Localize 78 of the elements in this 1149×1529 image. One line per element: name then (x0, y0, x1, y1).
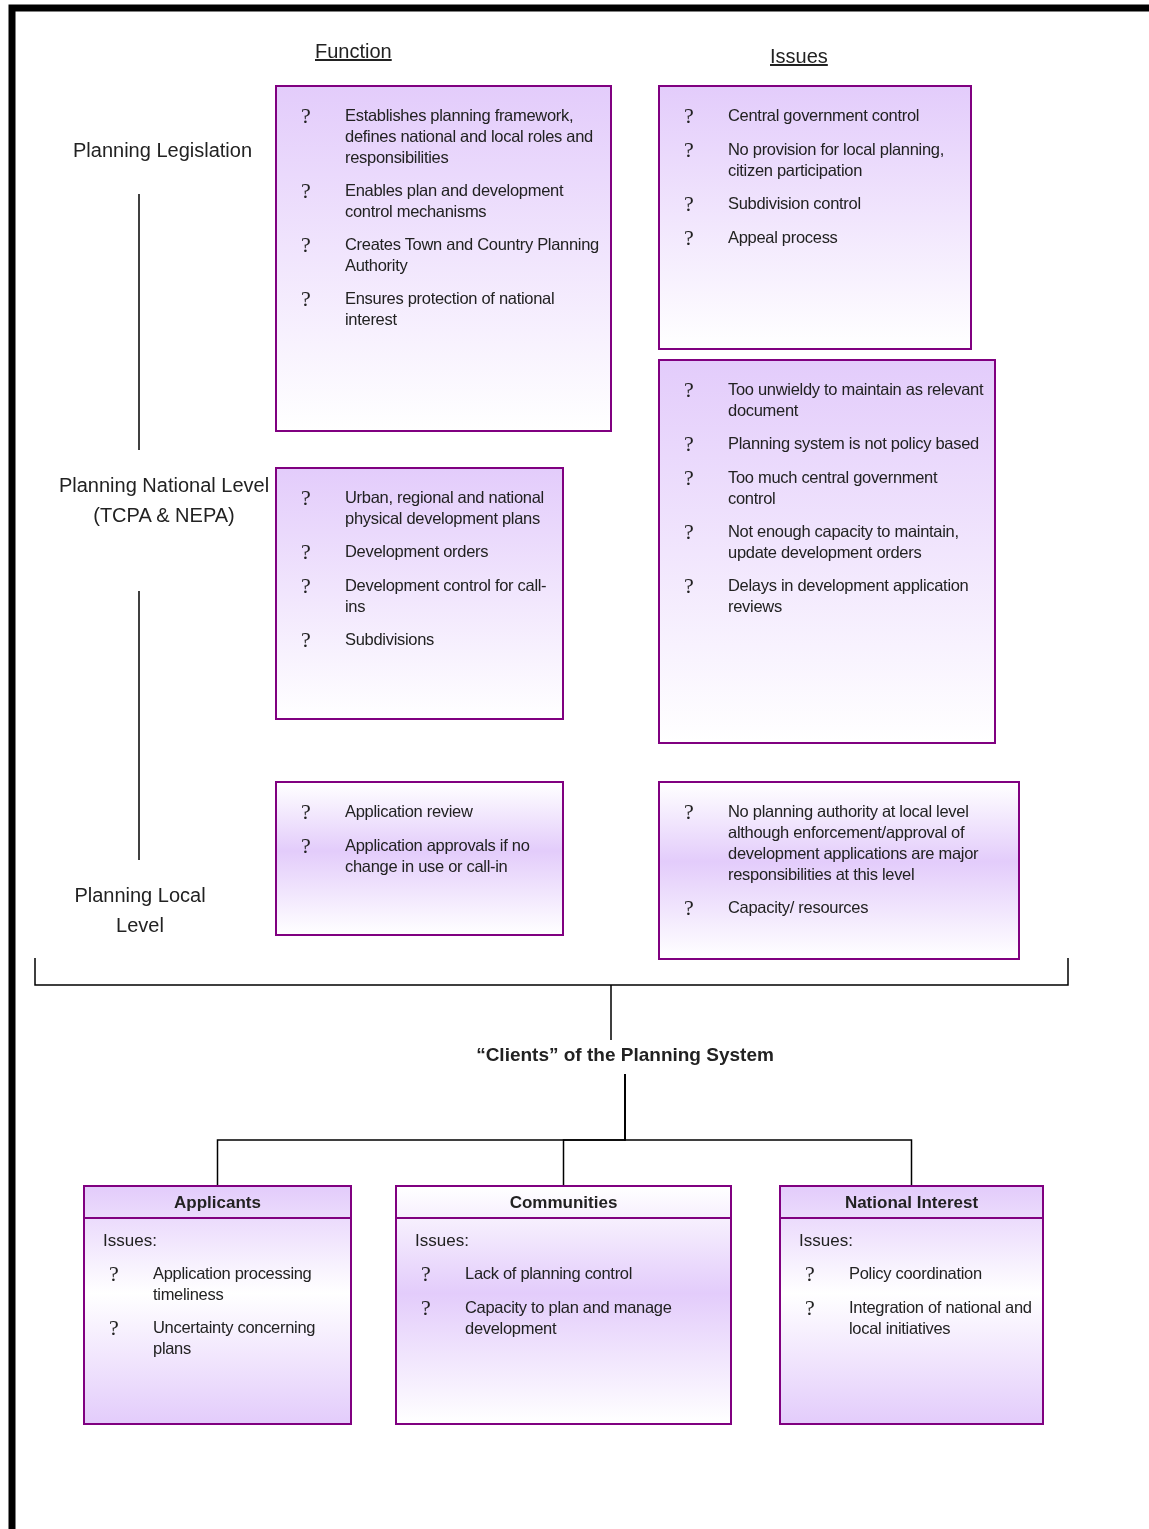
bullet-text: Too unwieldy to maintain as relevant document (728, 379, 984, 421)
bullet-mark: ? (300, 105, 312, 130)
bullet-text: Subdivisions (345, 629, 435, 650)
bullet-mark: ? (300, 629, 312, 651)
bullet-text: Central government control (728, 105, 920, 126)
column-heading: Function (315, 40, 392, 63)
connector-line (138, 193, 140, 451)
bullet-text: Application approvals if no change in use or call-in (345, 835, 531, 877)
bullet-text: Delays in development application reviews (728, 575, 970, 617)
bullet-mark: ? (683, 433, 695, 455)
bullet-mark: ? (300, 487, 312, 512)
bullet-mark: ? (683, 801, 695, 826)
bullet-mark: ? (683, 139, 695, 164)
level-label: Planning Local Level (60, 880, 220, 944)
client-card (83, 1185, 352, 1425)
client-card (779, 1185, 1044, 1425)
connector-line (624, 1073, 913, 1186)
card-title: National Interest (781, 1187, 1042, 1219)
bullet-mark: ? (683, 379, 695, 404)
bullet-text: Not enough capacity to maintain, update development orders (728, 521, 960, 563)
bullet-text: Capacity/ resources (728, 897, 869, 918)
bullet-mark: ? (683, 193, 695, 215)
connector-line (138, 590, 140, 861)
card-title: Communities (397, 1187, 730, 1219)
bullet-box (658, 85, 972, 350)
bullet-text: Appeal process (728, 227, 838, 248)
bullet-text: Development orders (345, 541, 489, 562)
client-card (395, 1185, 732, 1425)
bullet-mark: ? (683, 521, 695, 546)
card-title: Applicants (85, 1187, 350, 1219)
bullet-box (658, 359, 996, 744)
bullet-text: Ensures protection of national interest (345, 288, 556, 330)
bullet-text: Application processing timeliness (153, 1263, 313, 1305)
bullet-mark: ? (683, 227, 695, 249)
bullet-mark: ? (300, 288, 312, 313)
bullet-mark: ? (300, 234, 312, 259)
bullet-box (275, 85, 612, 432)
level-label: Planning Legislation (50, 135, 275, 169)
bullet-box (658, 781, 1020, 960)
level-label: Planning National Level (TCPA & NEPA) (50, 470, 278, 566)
bullet-mark: ? (683, 575, 695, 600)
bullet-text: No provision for local planning, citizen participation (728, 139, 946, 181)
bullet-mark: ? (300, 541, 312, 563)
bullet-mark: ? (300, 575, 312, 600)
bullet-mark: ? (420, 1297, 432, 1322)
bullet-mark: ? (300, 180, 312, 205)
bullet-box (275, 467, 564, 720)
bullet-mark: ? (420, 1263, 432, 1285)
bullet-text: Urban, regional and national physical development plans (345, 487, 545, 529)
bullet-mark: ? (300, 801, 312, 823)
bullet-mark: ? (300, 835, 312, 860)
bullet-text: Capacity to plan and manage development (465, 1297, 673, 1339)
bullet-mark: ? (804, 1297, 816, 1322)
heading: “Clients” of the Planning System (400, 1040, 850, 1074)
bullet-mark: ? (683, 467, 695, 492)
bullet-mark: ? (804, 1263, 816, 1285)
bullet-mark: ? (683, 105, 695, 127)
bullet-mark: ? (683, 897, 695, 919)
bullet-text: Enables plan and development control mechanisms (345, 180, 565, 222)
bullet-box (275, 781, 564, 936)
bullet-mark: ? (108, 1317, 120, 1342)
card-subheading: Issues: (414, 1230, 470, 1252)
bullet-text: Creates Town and Country Planning Authority (345, 234, 600, 276)
bullet-text: Subdivision control (728, 193, 861, 214)
bullet-text: Uncertainty concerning plans (153, 1317, 317, 1359)
bullet-text: Policy coordination (849, 1263, 982, 1284)
bullet-text: Integration of national and local initiatives (849, 1297, 1033, 1339)
card-subheading: Issues: (798, 1230, 854, 1252)
bullet-text: Too much central government control (728, 467, 939, 509)
card-subheading: Issues: (102, 1230, 158, 1252)
bullet-mark: ? (108, 1263, 120, 1288)
bullet-text: Lack of planning control (465, 1263, 633, 1284)
bullet-text: Establishes planning framework, defines national and local roles and responsibilities (345, 105, 594, 168)
column-heading: Issues (770, 45, 828, 68)
bullet-text: No planning authority at local level although enforcement/approval of development applications are major responsibilities at this level (728, 801, 980, 885)
bullet-text: Planning system is not policy based (728, 433, 979, 454)
bullet-text: Development control for call-ins (345, 575, 548, 617)
bullet-text: Application review (345, 801, 473, 822)
